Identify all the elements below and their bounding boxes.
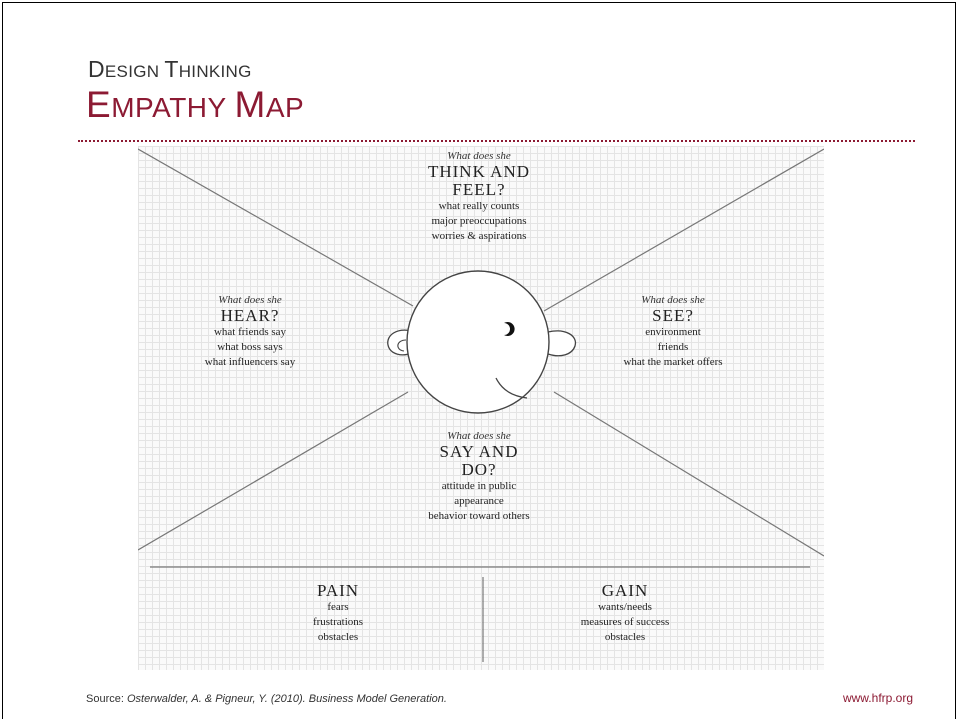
say-item: attitude in public (441, 480, 517, 492)
say-item: appearance (454, 495, 504, 507)
think-feel-section: What does she THINK AND FEEL? what reall… (379, 150, 579, 244)
hear-heading: HEAR? (220, 306, 280, 325)
head-ear-right (547, 330, 577, 357)
pain-item: frustrations (312, 616, 364, 628)
divider-bottom-right (553, 391, 824, 557)
website-link[interactable]: www.hfrp.org (842, 691, 913, 705)
title-divider (78, 140, 915, 142)
empathy-map: What does she THINK AND FEEL? what reall… (138, 146, 824, 670)
head-smile (495, 377, 528, 399)
hear-item: what influencers say (204, 356, 296, 368)
hear-question: What does she (218, 294, 282, 306)
source-label: Source: (86, 693, 127, 705)
pain-heading: PAIN (316, 581, 360, 600)
source-reference: Osterwalder, A. & Pigneur, Y. (2010). Bu… (126, 693, 447, 705)
divider-top-left (138, 148, 414, 307)
pain-section: PAIN fears frustrations obstacles (263, 582, 413, 645)
pain-item: obstacles (317, 631, 359, 643)
gain-heading: GAIN (601, 581, 649, 600)
see-item: friends (657, 341, 689, 353)
say-do-section: What does she SAY AND DO? attitude in pu… (379, 430, 579, 524)
think-item: major preoccupations (431, 215, 527, 227)
say-question: What does she (447, 430, 511, 442)
think-heading-line1: THINK AND (427, 162, 531, 181)
see-heading: SEE? (652, 306, 694, 325)
gain-section: GAIN wants/needs measures of success obs… (540, 582, 710, 645)
source-citation: Source: Osterwalder, A. & Pigneur, Y. (2… (86, 693, 447, 705)
hear-section: What does she HEAR? what friends say wha… (175, 294, 325, 370)
slide-kicker: DESIGN THINKING (88, 56, 252, 82)
see-question: What does she (641, 294, 705, 306)
empathy-map-drawing (138, 148, 824, 662)
hear-item: what boss says (217, 341, 283, 353)
think-item: what really counts (438, 200, 520, 212)
see-item: what the market offers (623, 356, 723, 368)
head-eye (504, 322, 515, 336)
say-heading-line2: DO? (461, 460, 497, 479)
say-item: behavior toward others (428, 510, 530, 522)
see-section: What does she SEE? environment friends w… (598, 294, 748, 370)
think-item: worries & aspirations (431, 230, 527, 242)
see-item: environment (645, 326, 701, 338)
think-heading-line2: FEEL? (452, 180, 506, 199)
pain-item: fears (327, 601, 349, 613)
divider-bottom-left (138, 391, 409, 551)
slide-title: EMPATHY MAP (86, 84, 305, 125)
think-question: What does she (447, 150, 511, 162)
hear-item: what friends say (213, 326, 287, 338)
gain-item: obstacles (604, 631, 646, 643)
gain-item: measures of success (580, 616, 670, 628)
say-heading-line1: SAY AND (439, 442, 519, 461)
gain-item: wants/needs (598, 601, 652, 613)
head-circle (406, 270, 550, 414)
divider-top-right (543, 148, 824, 312)
